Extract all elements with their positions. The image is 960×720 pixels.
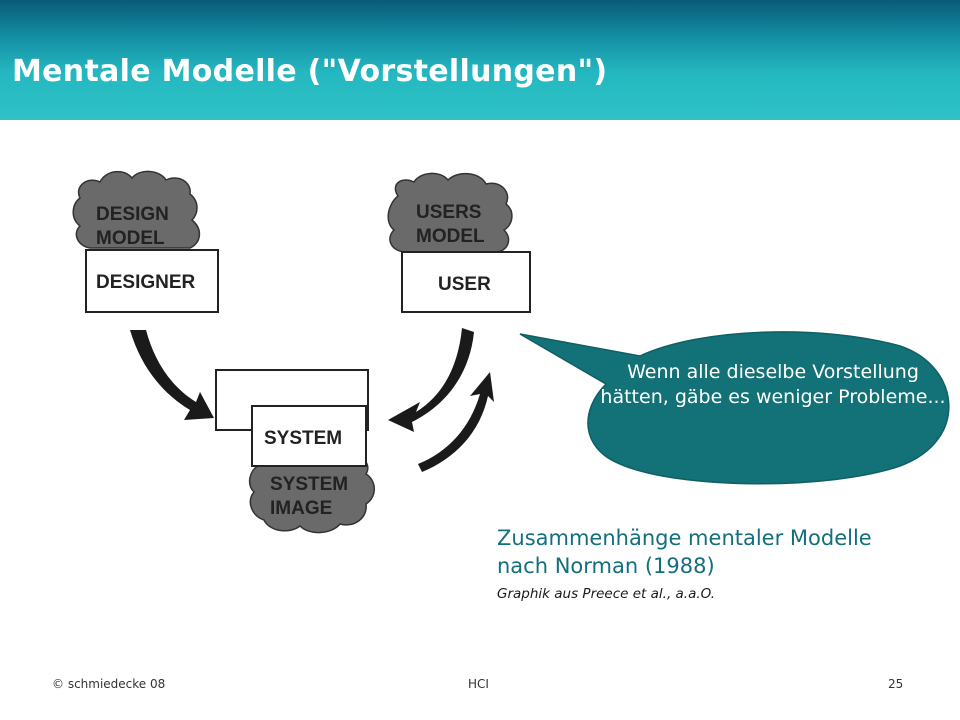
design-model-cloud bbox=[72, 170, 201, 249]
users-model-label-line1: USERS bbox=[416, 202, 481, 223]
caption-source: Graphik aus Preece et al., a.a.O. bbox=[497, 586, 716, 602]
user-to-system-arrow bbox=[388, 328, 474, 432]
users-model-cloud bbox=[387, 172, 513, 253]
system-to-user-arrow bbox=[418, 372, 494, 472]
designer-to-system-arrow bbox=[130, 330, 214, 420]
system-image-label-line1: SYSTEM bbox=[270, 474, 348, 495]
speech-bubble-text: Wenn alle dieselbe Vorstellung hätten, g… bbox=[600, 361, 946, 408]
caption-line-1: Zusammenhänge mentaler Modelle bbox=[497, 526, 872, 550]
design-model-label-line1: DESIGN bbox=[96, 204, 169, 225]
system-box bbox=[251, 405, 367, 467]
footer-author: © schmiedecke 08 bbox=[52, 677, 166, 691]
designer-box bbox=[85, 249, 219, 313]
caption: Zusammenhänge mentaler Modelle nach Norm… bbox=[497, 524, 872, 580]
footer-page-number: 25 bbox=[888, 677, 904, 691]
system-label: SYSTEM bbox=[264, 428, 342, 449]
system-image-cloud bbox=[248, 455, 375, 534]
users-model-label-line2: MODEL bbox=[416, 226, 485, 247]
caption-line-2: nach Norman (1988) bbox=[497, 554, 715, 578]
system-image-label-line2: IMAGE bbox=[270, 498, 332, 519]
footer-course: HCI bbox=[468, 677, 489, 691]
speech-bubble bbox=[519, 331, 950, 485]
title-bar: Mentale Modelle ("Vorstellungen") bbox=[0, 0, 960, 120]
designer-label: DESIGNER bbox=[96, 272, 196, 293]
user-box bbox=[401, 251, 531, 313]
design-model-label-line2: MODEL bbox=[96, 228, 165, 249]
slide-title: Mentale Modelle ("Vorstellungen") bbox=[12, 54, 608, 89]
user-label: USER bbox=[438, 274, 491, 295]
